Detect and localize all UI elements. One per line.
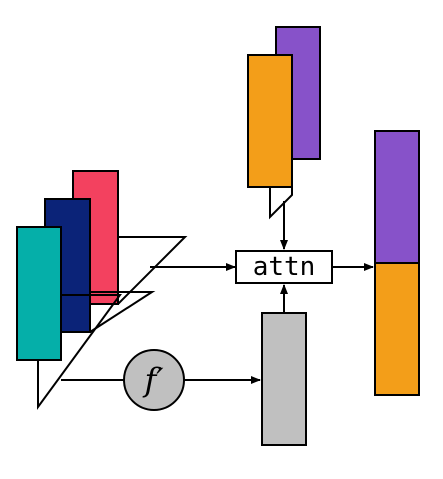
input-feature-stack <box>16 170 188 411</box>
attn-node: attn <box>235 250 333 284</box>
gray-block <box>261 312 307 446</box>
attn-box <box>235 250 333 284</box>
navy-block-trail <box>89 291 156 333</box>
teal-block <box>16 226 62 361</box>
output-block <box>374 130 420 396</box>
f-prime-circle <box>123 349 185 411</box>
pink-block-trail <box>117 236 188 305</box>
attn-label: attn <box>253 252 316 282</box>
f-prime-node: f′ <box>123 349 185 411</box>
orange-block <box>247 54 293 188</box>
top-feature-stack <box>247 26 321 220</box>
f-prime-label: f′ <box>142 361 164 399</box>
output-orange-segment <box>374 262 420 396</box>
output-purple-segment <box>374 130 420 264</box>
